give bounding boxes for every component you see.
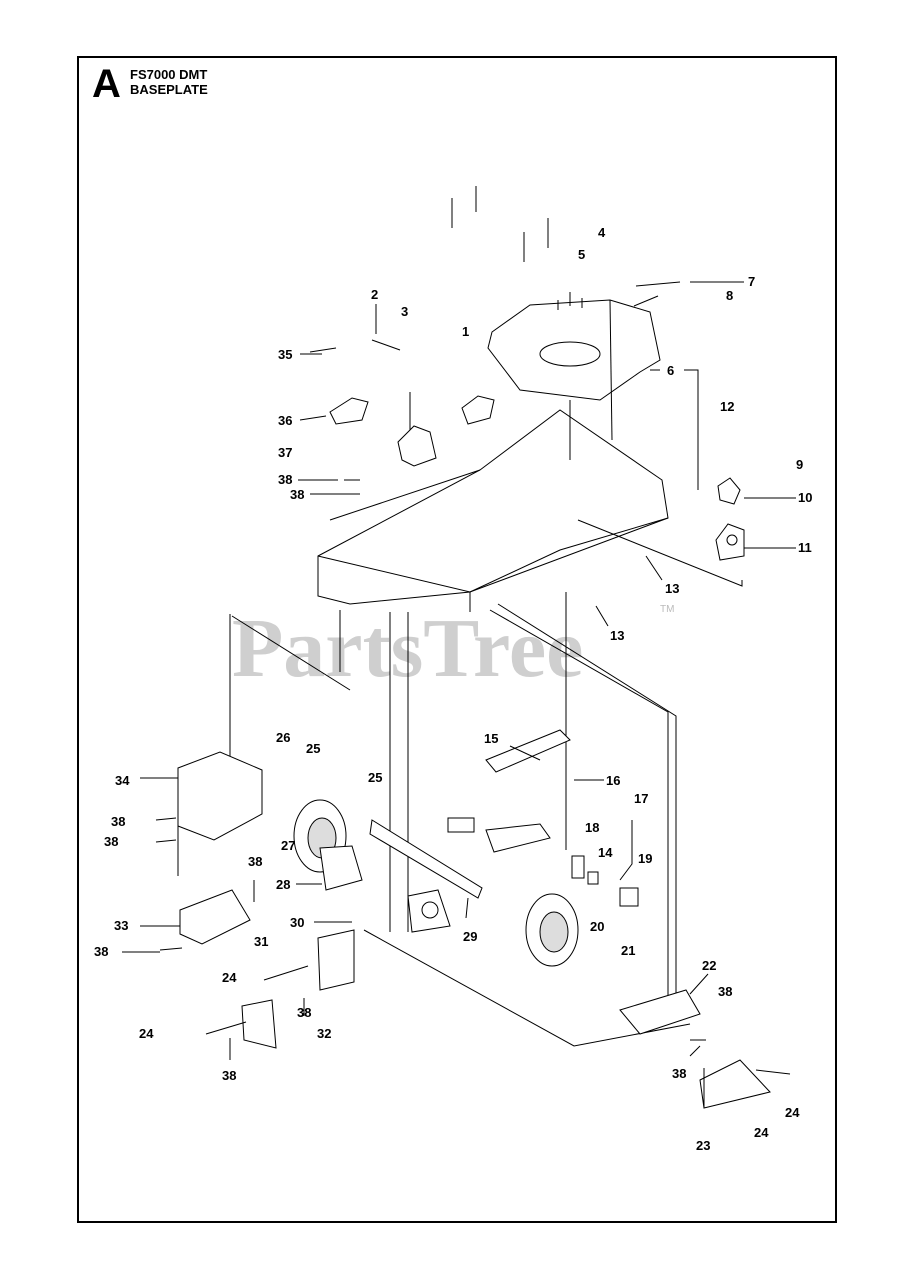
bracket-23: [699, 1059, 771, 1109]
callout-38a: 38: [278, 472, 292, 487]
callout-17: 17: [634, 791, 648, 806]
callout-36: 36: [278, 413, 292, 428]
callout-16: 16: [606, 773, 620, 788]
callout-38f: 38: [94, 944, 108, 959]
bearing-bracket-1: [461, 395, 495, 425]
guard-34: [177, 751, 263, 876]
callout-25a: 25: [306, 741, 320, 756]
section-title: BASEPLATE: [130, 82, 208, 97]
callout-12: 12: [720, 399, 734, 414]
callout-35: 35: [278, 347, 292, 362]
callout-6: 6: [667, 363, 674, 378]
callout-34: 34: [115, 773, 130, 788]
callout-38d: 38: [104, 834, 118, 849]
callout-13b: 13: [610, 628, 624, 643]
callout-5: 5: [578, 247, 585, 262]
callout-38j: 38: [672, 1066, 686, 1081]
callout-2: 2: [371, 287, 378, 302]
bracket-33: [179, 889, 251, 945]
model-name: FS7000 DMT: [130, 67, 208, 82]
callout-21: 21: [621, 943, 635, 958]
bearing-30: [407, 889, 451, 933]
actuator-15: [447, 729, 571, 853]
callout-labels: 1 2 3 4 5 6 7 8 9 10 11 12 13 13 14 15 1…: [94, 225, 812, 1153]
callout-28: 28: [276, 877, 290, 892]
watermark-tm: TM: [660, 604, 674, 615]
callout-29: 29: [463, 929, 477, 944]
callout-38g: 38: [297, 1005, 311, 1020]
top-plate: [487, 299, 661, 401]
callout-24b: 24: [139, 1026, 154, 1041]
wheel-21: [525, 893, 579, 967]
callout-14: 14: [598, 845, 613, 860]
callout-38b: 38: [290, 487, 304, 502]
callout-18: 18: [585, 820, 599, 835]
callout-24c: 24: [785, 1105, 800, 1120]
callout-20: 20: [590, 919, 604, 934]
callout-19: 19: [638, 851, 652, 866]
section-letter: A: [92, 62, 121, 106]
callout-32: 32: [317, 1026, 331, 1041]
callout-23: 23: [696, 1138, 710, 1153]
callout-8: 8: [726, 288, 733, 303]
callout-10: 10: [798, 490, 812, 505]
plate-32: [241, 929, 355, 1049]
title-block: FS7000 DMT BASEPLATE: [130, 67, 208, 97]
callout-31: 31: [254, 934, 268, 949]
bracket-10: [717, 477, 741, 505]
callout-30: 30: [290, 915, 304, 930]
callout-24d: 24: [754, 1125, 769, 1140]
callout-3: 3: [401, 304, 408, 319]
top-bolts: [451, 186, 583, 310]
callout-leaders: [122, 281, 796, 1057]
callout-13a: 13: [665, 581, 679, 596]
callout-25b: 25: [368, 770, 382, 785]
callout-27: 27: [281, 838, 295, 853]
chassis-frame: [317, 400, 669, 612]
callout-7: 7: [748, 274, 755, 289]
callout-22: 22: [702, 958, 716, 973]
callout-15: 15: [484, 731, 498, 746]
bearing-28: [319, 845, 363, 891]
bearing-bracket-36: [329, 397, 369, 425]
callout-33: 33: [114, 918, 128, 933]
callout-37: 37: [278, 445, 292, 460]
bearing-bracket-37: [397, 392, 437, 467]
callout-1: 1: [462, 324, 469, 339]
drawing-border: [77, 56, 837, 1223]
callout-9: 9: [796, 457, 803, 472]
callout-11: 11: [798, 540, 812, 555]
hardware-38: [155, 281, 791, 1075]
bracket-22: [619, 989, 701, 1035]
callout-24a: 24: [222, 970, 237, 985]
callout-38e: 38: [248, 854, 262, 869]
callout-38c: 38: [111, 814, 125, 829]
bracket-11: [715, 523, 745, 561]
guide-lines: [229, 299, 743, 1047]
axle-29: [369, 819, 483, 899]
switch-assembly: [571, 820, 639, 907]
callout-4: 4: [598, 225, 606, 240]
callout-26: 26: [276, 730, 290, 745]
callout-38i: 38: [718, 984, 732, 999]
callout-38h: 38: [222, 1068, 236, 1083]
